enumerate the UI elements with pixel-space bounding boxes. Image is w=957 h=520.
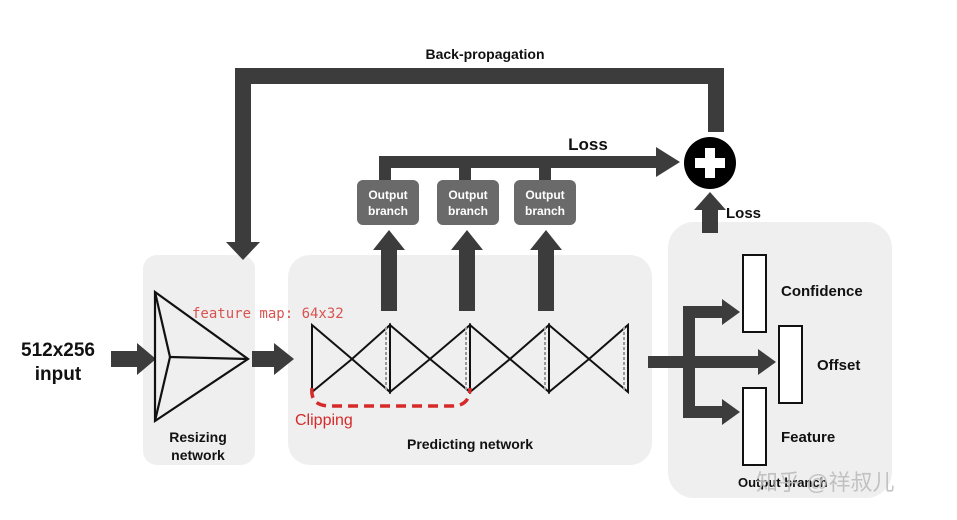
output-branch-line2: branch: [448, 204, 488, 218]
resizing-label-line2: network: [171, 447, 225, 463]
loss-line: [379, 156, 660, 180]
branch-up-shaft-2: [459, 248, 475, 311]
loss-right-label: Loss: [726, 205, 761, 222]
split-top-arrowhead: [722, 299, 740, 325]
offset-label: Offset: [817, 357, 860, 374]
resizing-network-shape: [153, 289, 250, 424]
split-mid-arrowhead: [758, 349, 776, 375]
output-branch-2: Output branch: [437, 180, 499, 225]
plus-icon-v: [705, 148, 715, 178]
resizing-panel: [143, 255, 255, 465]
branch-up-arrowhead-3: [530, 230, 562, 250]
output-branch-line2: branch: [525, 204, 565, 218]
output-branch-box: [357, 180, 419, 225]
output-branch-3: Output branch: [514, 180, 576, 225]
backprop-line: [235, 68, 724, 245]
resizing-label-line1: Resizing: [169, 429, 227, 445]
output-branch-1: Output branch: [357, 180, 419, 225]
feature-map-label: feature map: 64x32: [192, 306, 344, 322]
input-label-line2: input: [35, 364, 82, 385]
feature-label: Feature: [781, 429, 835, 446]
loss-up-arrowhead: [694, 192, 726, 210]
branch-up-arrowhead-2: [451, 230, 483, 250]
split-bottom-arrowhead: [722, 399, 740, 425]
backprop-arrowhead: [226, 242, 260, 260]
split-top-shaft: [683, 306, 725, 318]
predicting-label: Predicting network: [407, 436, 533, 452]
output-branch-box: [514, 180, 576, 225]
input-arrowhead: [137, 343, 156, 375]
split-bottom-shaft: [683, 406, 725, 418]
loss-connector-3: [539, 156, 551, 180]
loss-connector-2: [459, 156, 471, 180]
offset-block: [778, 325, 803, 404]
branch-up-arrows: [373, 230, 562, 311]
backprop-label: Back-propagation: [425, 46, 544, 62]
mid-arrowhead: [274, 343, 294, 375]
mid-arrow-shaft: [252, 351, 276, 367]
input-arrow-shaft: [111, 351, 139, 367]
loss-arrowhead: [656, 147, 680, 177]
confidence-block: [742, 254, 767, 333]
branch-up-shaft-1: [381, 248, 397, 311]
loss-up-shaft: [702, 208, 718, 233]
output-branch-line1: Output: [368, 188, 407, 202]
clipping-label: Clipping: [295, 412, 353, 429]
watermark: 知乎 @祥叔儿: [756, 470, 894, 495]
branch-up-arrowhead-1: [373, 230, 405, 250]
split-arrows: [648, 299, 776, 425]
hourglass-stack: [311, 322, 629, 395]
output-panel-label: Output branch: [738, 475, 828, 490]
input-label-line1: 512x256: [21, 340, 95, 361]
output-branch-line1: Output: [448, 188, 487, 202]
clipping-bracket: [310, 387, 472, 408]
branch-up-shaft-3: [538, 248, 554, 311]
output-branch-box: [437, 180, 499, 225]
loss-top-label: Loss: [568, 135, 608, 154]
split-main-shaft: [648, 356, 688, 368]
feature-block: [742, 387, 767, 466]
output-branch-line2: branch: [368, 204, 408, 218]
output-branch-line1: Output: [525, 188, 564, 202]
confidence-label: Confidence: [781, 283, 863, 300]
split-mid-shaft: [683, 356, 761, 368]
hourglass-4: [548, 322, 629, 395]
